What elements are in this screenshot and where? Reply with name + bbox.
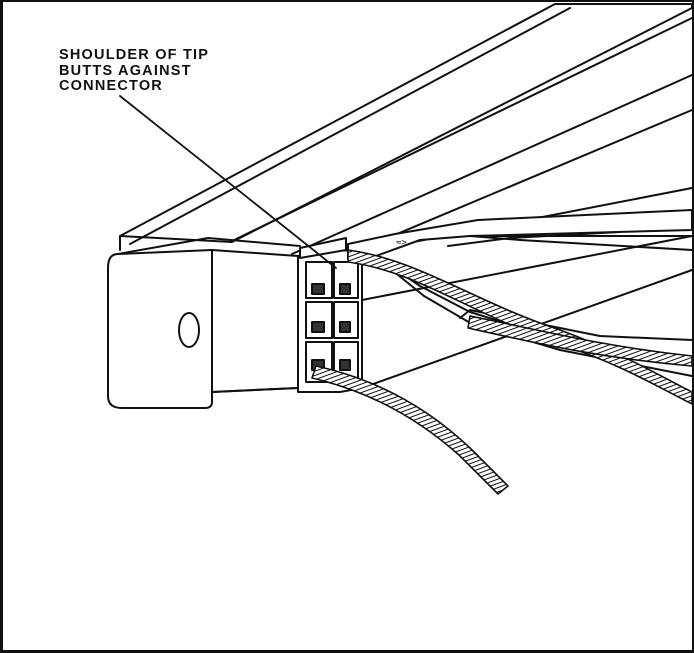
callout-line-1: SHOULDER OF TIP <box>59 47 210 63</box>
wire-lead-middle <box>467 315 693 367</box>
svg-text:≈>: ≈> <box>396 238 407 248</box>
callout-label: SHOULDER OF TIP BUTTS AGAINST CONNECTOR <box>59 47 210 95</box>
callout-line-3: CONNECTOR <box>59 78 163 94</box>
mounting-hole <box>178 312 200 348</box>
rail-body <box>119 3 693 259</box>
callout-leader <box>119 95 337 269</box>
mounting-flange <box>107 237 301 409</box>
wire-lead-lower <box>311 365 509 495</box>
callout-line-2: BUTTS AGAINST <box>59 62 192 79</box>
